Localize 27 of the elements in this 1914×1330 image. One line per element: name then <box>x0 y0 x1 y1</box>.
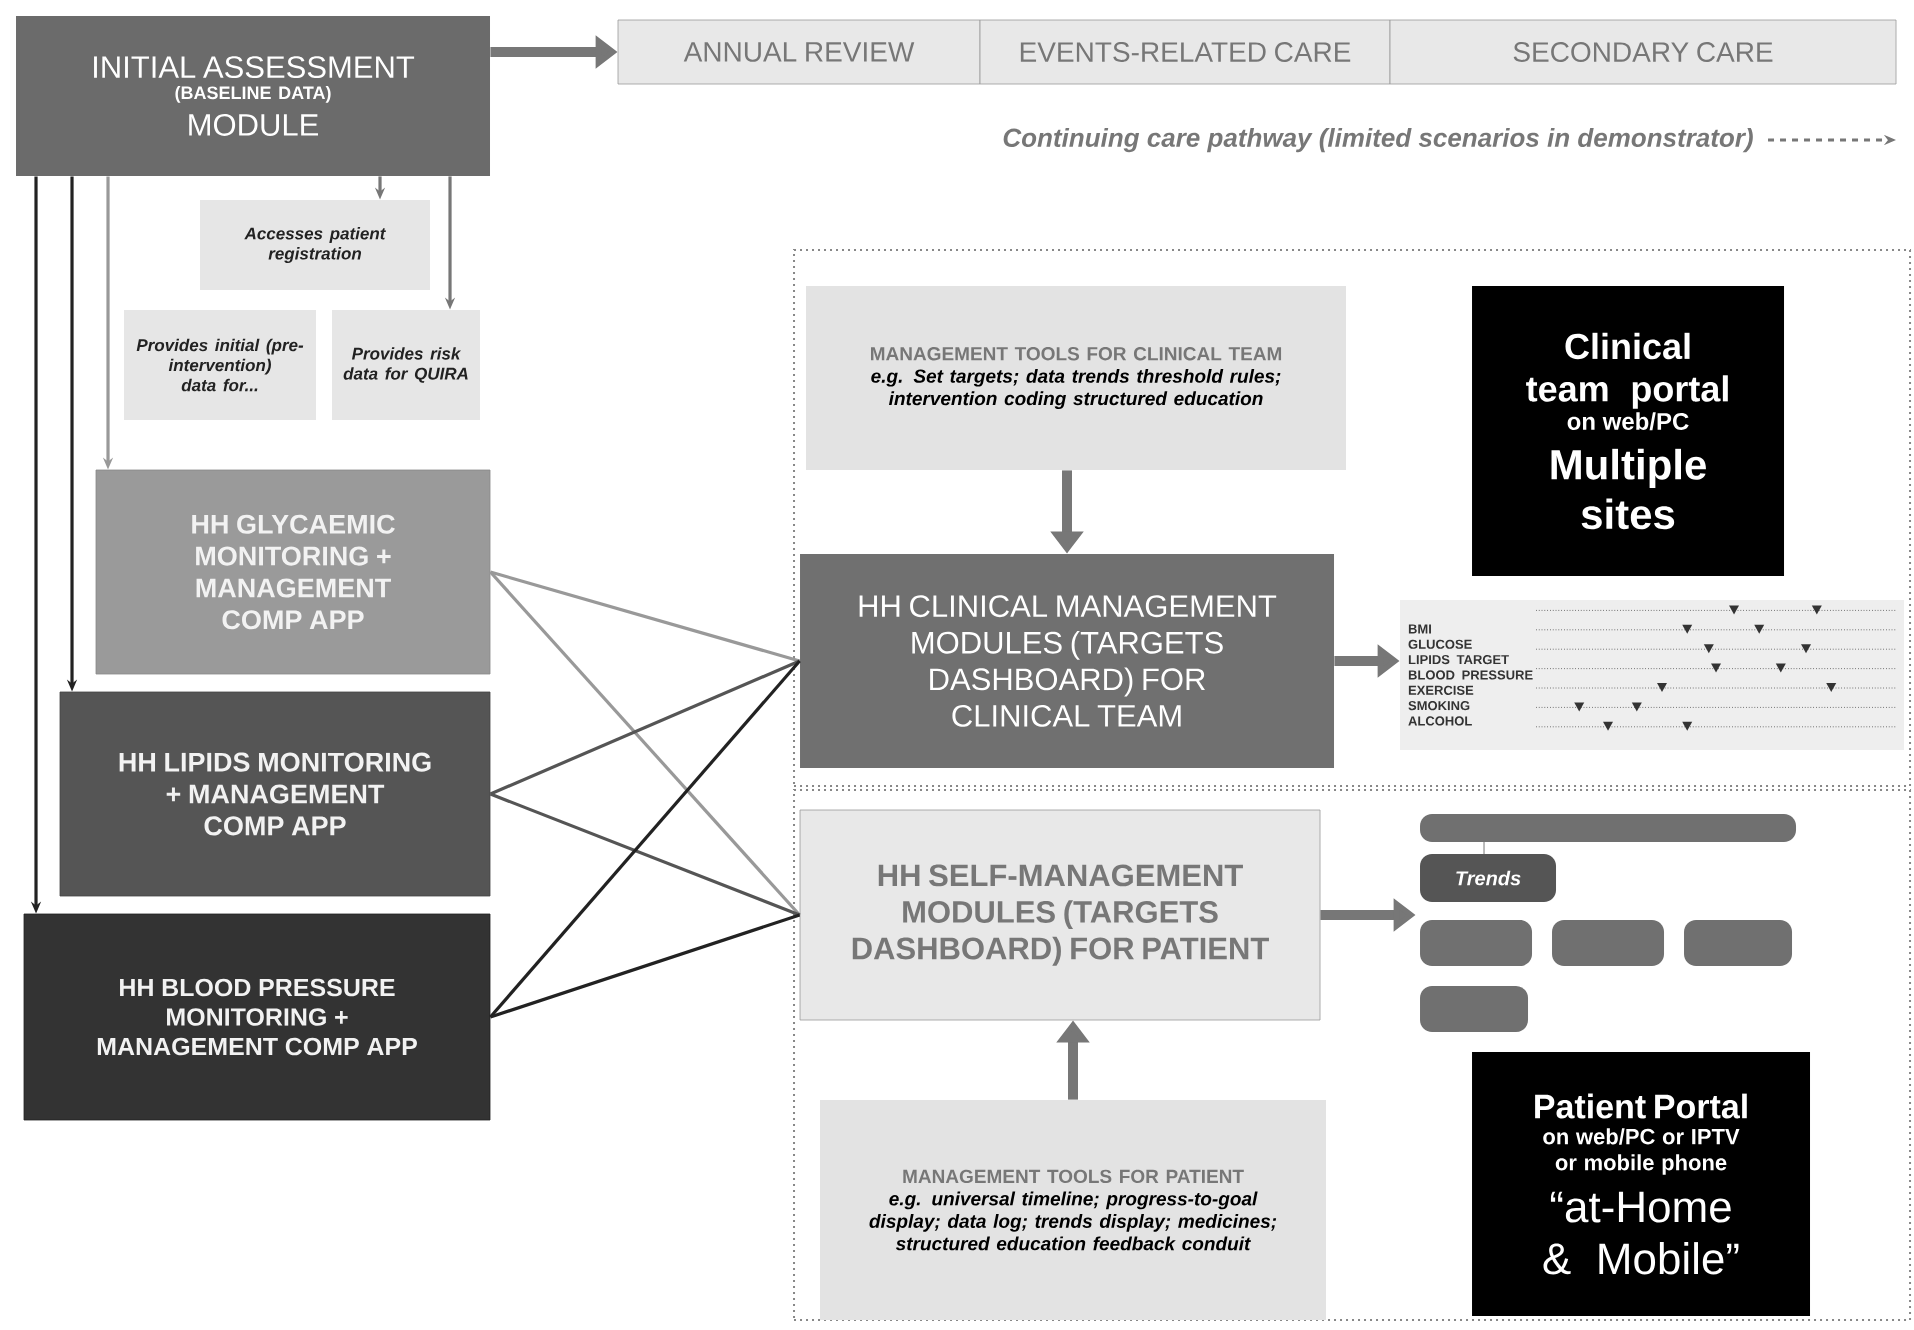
note-box: Accesses patient registration <box>200 200 430 290</box>
pathway-box: SECONDARY CARE <box>1389 19 1897 85</box>
portal-box: Patient Portal on web/PC or IPTV or mobile phone “at-Home & Mobile” <box>1472 1052 1810 1316</box>
app-box: HH LIPIDS MONITORING + MANAGEMENT COMP APP <box>59 691 491 897</box>
pathway-box: ANNUAL REVIEW <box>617 19 981 85</box>
module-box: INITIAL ASSESSMENT (BASELINE DATA) MODULE <box>16 16 490 176</box>
app-screen-drawing <box>1420 814 1796 1032</box>
note-box: Provides risk data for QUIRA <box>332 310 480 420</box>
module-box: HH CLINICAL MANAGEMENT MODULES (TARGETS DASHBOARD) FOR CLINICAL TEAM <box>800 554 1334 768</box>
app-box: HH BLOOD PRESSURE MONITORING + MANAGEMENT COMP APP <box>23 913 491 1121</box>
portal-box: Clinical team portal on web/PC Multiple sites <box>1472 286 1784 576</box>
button-label: Trends <box>1456 870 1521 886</box>
connector-line <box>489 913 801 1019</box>
app-box: HH GLYCAEMIC MONITORING + MANAGEMENT COMP APP <box>95 469 491 675</box>
connector-line <box>489 659 801 796</box>
note-box: Provides initial (pre-intervention) data for... <box>124 310 316 420</box>
connector-line <box>489 570 801 917</box>
caption-text: Continuing care pathway (limited scenarios in demonstrator) <box>1003 127 1753 153</box>
connector-line <box>489 570 801 663</box>
dotted-frame <box>793 789 1911 1321</box>
connector-line <box>489 792 801 917</box>
dotted-frame <box>793 249 1911 787</box>
connector-line <box>489 659 801 1019</box>
module-box: HH SELF-MANAGEMENT MODULES (TARGETS DASHBOARD) FOR PATIENT <box>799 809 1321 1021</box>
tools-box: MANAGEMENT TOOLS FOR PATIENT e.g. universal timeline; progress-to-goal display; data log; trends display; medicines; structured education feedback conduit <box>820 1100 1326 1320</box>
tools-box: MANAGEMENT TOOLS FOR CLINICAL TEAM e.g. Set targets; data trends threshold rules; intervention coding structured education <box>806 286 1346 470</box>
pathway-box: EVENTS-RELATED CARE <box>979 19 1391 85</box>
